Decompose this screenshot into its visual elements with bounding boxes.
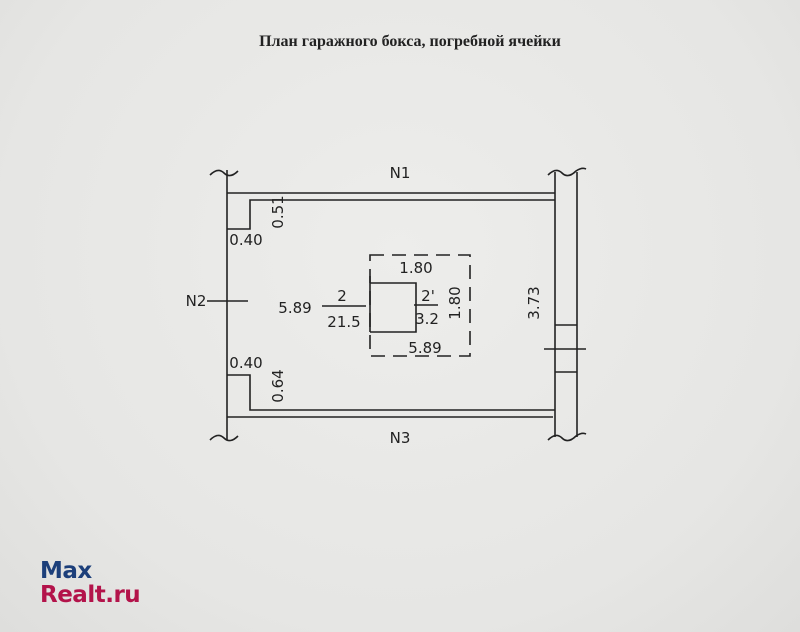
dim-top-niche-width: 0.40 (229, 231, 262, 249)
room-number: 2 (337, 287, 347, 305)
room-area: 21.5 (327, 313, 360, 331)
dim-bottom-niche-depth: 0.64 (269, 369, 287, 402)
break-mark (209, 169, 239, 177)
dim-cellar-side: 1.80 (446, 286, 464, 319)
logo-line-1: Max (40, 558, 92, 584)
break-mark (547, 167, 587, 177)
top-wall-inner (227, 199, 555, 230)
dim-room-width: 3.73 (525, 286, 543, 319)
cellar-number: 2' (421, 287, 435, 305)
neighbor-n3: N3 (390, 429, 411, 447)
cellar-hatch (370, 282, 417, 333)
maxrealt-watermark-logo: Max Realt.ru (40, 558, 141, 608)
bottom-wall-inner (227, 374, 555, 411)
document-title: План гаражного бокса, погребной ячейки (259, 33, 561, 50)
logo-line-2: Realt.ru (40, 582, 141, 608)
neighbor-n2: N2 (186, 292, 207, 310)
break-mark (547, 432, 587, 442)
break-mark (209, 434, 239, 442)
dim-cellar-top: 1.80 (399, 259, 432, 277)
cellar-outline (369, 254, 471, 357)
cellar-area: 3.2 (415, 310, 439, 328)
dim-cellar-bottom: 5.89 (408, 339, 441, 357)
dim-top-niche-depth: 0.51 (269, 195, 287, 228)
neighbor-n1: N1 (390, 164, 411, 182)
walls (207, 167, 587, 442)
dim-room-length: 5.89 (278, 299, 311, 317)
dim-bottom-niche-width: 0.40 (229, 354, 262, 372)
